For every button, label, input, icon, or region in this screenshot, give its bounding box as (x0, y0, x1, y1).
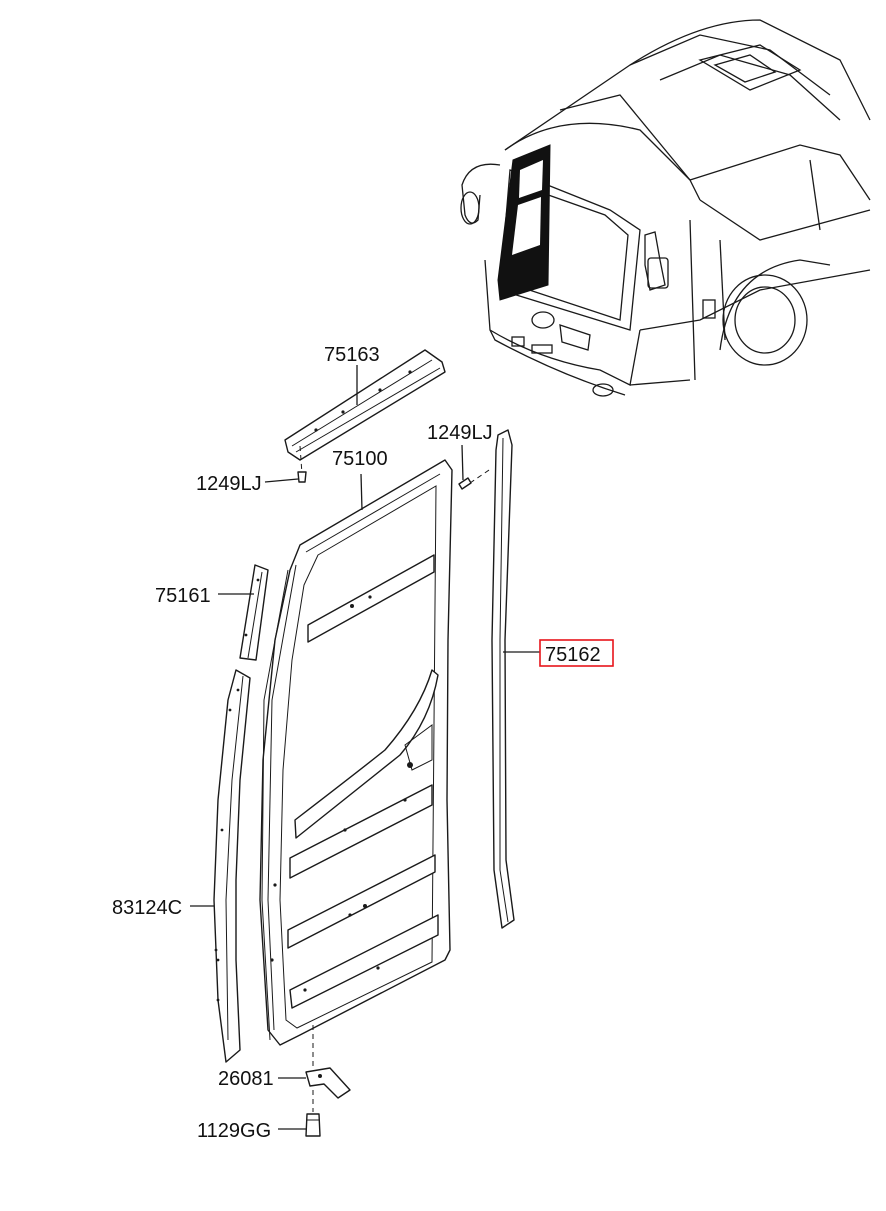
label-1249lj-left[interactable]: 1249LJ (196, 473, 262, 495)
bus-illustration (460, 19, 871, 397)
label-26081[interactable]: 26081 (218, 1068, 274, 1090)
part-75161-small-strip (218, 564, 269, 661)
label-75163[interactable]: 75163 (324, 344, 380, 366)
label-83124c[interactable]: 83124C (112, 897, 182, 919)
label-75162[interactable]: 75162 (545, 644, 601, 666)
bolt-1249lj-right (458, 444, 493, 490)
bracket-26081 (278, 1025, 351, 1099)
label-75161[interactable]: 75161 (155, 585, 211, 607)
bolt-1129gg (278, 1090, 321, 1137)
label-75100[interactable]: 75100 (332, 448, 388, 470)
bolt-1249lj-left (264, 445, 307, 483)
highlight-box-75162 (539, 639, 614, 667)
part-83124c-curved-strip (190, 669, 251, 1063)
label-1129gg[interactable]: 1129GG (197, 1120, 271, 1142)
label-1249lj-top[interactable]: 1249LJ (427, 422, 493, 444)
part-75100-door-frame (259, 459, 453, 1046)
part-75163-header-strip (284, 349, 446, 461)
part-75162-weatherstrip (491, 429, 540, 929)
